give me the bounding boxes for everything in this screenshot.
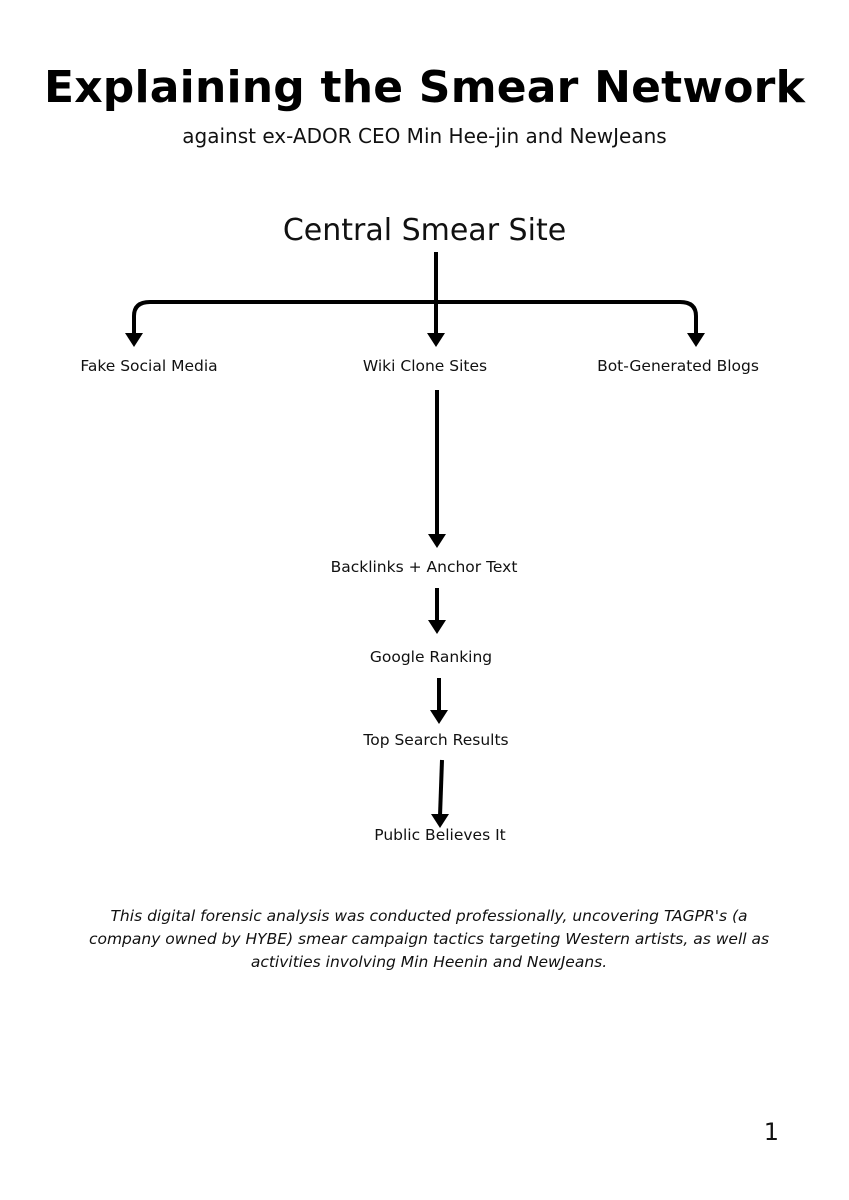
node-google-ranking: Google Ranking	[369, 648, 493, 666]
arrowhead-fake-social	[125, 333, 143, 347]
arrowhead-google	[428, 620, 446, 634]
node-fake-social-media: Fake Social Media	[80, 357, 218, 375]
arrowhead-top-search	[430, 710, 448, 724]
arrowhead-backlinks	[428, 534, 446, 548]
page-number: 1	[763, 1118, 779, 1146]
page-title: Explaining the Smear Network	[43, 62, 806, 113]
node-bot-generated-blogs: Bot-Generated Blogs	[597, 357, 759, 375]
page-subtitle: against ex-ADOR CEO Min Hee-jin and NewJ…	[182, 124, 667, 148]
arrowhead-wiki	[427, 333, 445, 347]
arrow-top-to-public	[438, 759, 444, 817]
node-backlinks-anchor-text: Backlinks + Anchor Text	[330, 558, 518, 576]
footnote-text: This digital forensic analysis was condu…	[88, 907, 770, 971]
arrowhead-bot-blogs	[687, 333, 705, 347]
arrowhead-public	[431, 814, 449, 828]
node-top-search-results: Top Search Results	[363, 731, 509, 749]
branch-bracket	[132, 300, 698, 334]
node-wiki-clone-sites: Wiki Clone Sites	[362, 357, 488, 375]
node-central-smear-site: Central Smear Site	[282, 213, 567, 248]
node-public-believes-it: Public Believes It	[374, 826, 506, 844]
